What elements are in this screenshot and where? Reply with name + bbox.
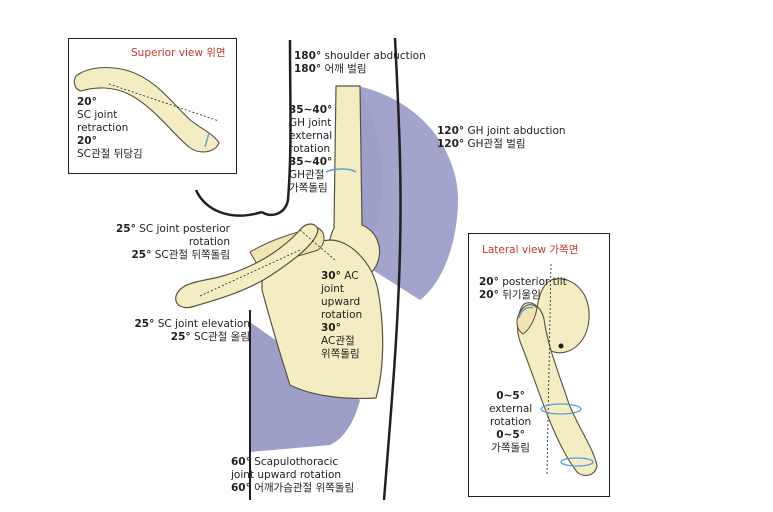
neck-line bbox=[261, 39, 292, 217]
gh-ext-rot-line2: external bbox=[289, 130, 333, 142]
external-rotation-label: 0~5° external rotation 0~5° 가쪽돌림 bbox=[489, 390, 532, 455]
ac-up-rot-deg1: 30° bbox=[321, 270, 341, 282]
scapulothoracic-text3: 어깨가슴관절 위쪽돌림 bbox=[254, 482, 355, 494]
clavicle-bone bbox=[175, 223, 319, 309]
sc-retraction-line1: SC joint bbox=[77, 109, 118, 121]
sc-retraction-deg1: 20° bbox=[77, 96, 97, 108]
scapulothoracic-deg1: 60° bbox=[231, 456, 251, 468]
shoulder-abduction-label: 180° shoulder abduction 180° 어깨 벌림 bbox=[294, 50, 426, 76]
sc-elevation-deg1: 25° bbox=[134, 318, 155, 330]
ac-up-rot-deg2: 30° bbox=[321, 322, 341, 334]
sc-retraction-deg2: 20° bbox=[77, 135, 97, 147]
sc-retraction-label: 20° SC joint retraction 20° SC관절 뒤당김 bbox=[77, 96, 143, 161]
sc-posterior-rotation-label: 25° SC joint posterior rotation 25° SC관절… bbox=[116, 223, 230, 262]
gh-abduction-deg1: 120° bbox=[437, 125, 465, 137]
gh-ext-rot-deg2: 35~40° bbox=[289, 156, 333, 168]
lateral-center-dot bbox=[558, 343, 564, 349]
lateral-humeral-head bbox=[535, 278, 590, 354]
scapula-bone bbox=[261, 239, 384, 399]
gh-abduction-text2: GH관절 벌림 bbox=[467, 138, 526, 150]
gh-ext-rot-deg1: 35~40° bbox=[289, 104, 333, 116]
superior-view-inset: Superior view 위면 20° SC joint retraction… bbox=[68, 38, 237, 174]
ext-rot-line2: rotation bbox=[490, 416, 532, 428]
posterior-tilt-label: 20° posterior tilt 20° 뒤기울임 bbox=[479, 276, 567, 302]
scapulothoracic-label: 60° Scapulothoracic joint upward rotatio… bbox=[231, 456, 354, 495]
sc-post-rot-text3: SC관절 뒤쪽돌림 bbox=[154, 249, 230, 261]
shoulder-abduction-deg1: 180° bbox=[294, 50, 322, 62]
shoulder-abduction-text1: shoulder abduction bbox=[324, 50, 426, 62]
gh-abduction-label: 120° GH joint abduction 120° GH관절 벌림 bbox=[437, 125, 566, 151]
lateral-view-inset: Lateral view 가쪽면 20° posterior tilt 20° … bbox=[468, 233, 610, 497]
sc-elevation-label: 25° SC joint elevation 25° SC관절 올림 bbox=[134, 318, 250, 344]
sc-retraction-line2: retraction bbox=[77, 122, 129, 134]
ext-rot-deg2: 0~5° bbox=[496, 429, 525, 441]
gh-abduction-text1: GH joint abduction bbox=[467, 125, 566, 137]
scapulothoracic-text1: Scapulothoracic bbox=[254, 456, 339, 468]
ac-up-rot-line2: joint bbox=[321, 283, 345, 295]
sc-elevation-deg2: 25° bbox=[170, 331, 191, 343]
scapulothoracic-deg3: 60° bbox=[231, 482, 251, 494]
lateral-tilt-arrow bbox=[518, 306, 534, 319]
shoulder-abduction-deg2: 180° bbox=[294, 63, 322, 75]
posterior-tilt-deg1: 20° bbox=[479, 276, 499, 288]
gh-abduction-deg2: 120° bbox=[437, 138, 465, 150]
sc-post-rot-text2: rotation bbox=[188, 236, 230, 248]
gh-ext-rot-line3: rotation bbox=[289, 143, 331, 155]
shoulder-abduction-text2: 어깨 벌림 bbox=[324, 63, 367, 75]
posterior-tilt-text1: posterior tilt bbox=[502, 276, 567, 288]
ac-up-rot-line1: AC bbox=[344, 270, 359, 282]
lateral-scapula-body bbox=[516, 302, 598, 476]
ext-rot-deg1: 0~5° bbox=[496, 390, 525, 402]
superior-dashed-line bbox=[108, 83, 220, 122]
superior-view-title: Superior view 위면 bbox=[131, 47, 226, 59]
lateral-scapula-illustration bbox=[516, 263, 598, 476]
clavicle-curve-line bbox=[194, 189, 263, 217]
ac-up-rot-line4: rotation bbox=[321, 309, 363, 321]
sc-post-rot-deg1: 25° bbox=[115, 223, 136, 235]
gh-external-rotation-label: 35~40° GH joint external rotation 35~40°… bbox=[289, 104, 332, 195]
gh-ext-rot-line5: 가쪽돌림 bbox=[289, 182, 328, 194]
gh-ext-rot-line4: GH관절 bbox=[289, 169, 325, 181]
sc-elevation-text1: SC joint elevation bbox=[157, 318, 250, 330]
gh-abduction-arc-fill bbox=[358, 86, 459, 300]
lateral-rotation-arrow-lower bbox=[560, 457, 594, 467]
sc-post-rot-text1: SC joint posterior bbox=[139, 223, 230, 235]
lateral-view-title: Lateral view 가쪽면 bbox=[482, 244, 579, 256]
gh-rotation-arrow bbox=[325, 168, 357, 173]
torso-line-right bbox=[382, 37, 402, 501]
ac-up-rot-line3: upward bbox=[321, 296, 361, 308]
ac-up-rot-line6: 위쪽돌림 bbox=[321, 348, 360, 360]
scapulothoracic-text2: joint upward rotation bbox=[231, 469, 342, 481]
ac-up-rot-line5: AC관절 bbox=[321, 335, 355, 347]
lateral-dashed-line bbox=[546, 263, 552, 475]
gh-ext-rot-line1: GH joint bbox=[289, 117, 332, 129]
sc-elevation-text2: SC관절 올림 bbox=[194, 331, 250, 343]
posterior-tilt-deg2: 20° bbox=[479, 289, 499, 301]
superior-clavicle-illustration bbox=[73, 66, 220, 153]
lateral-rotation-arrow bbox=[540, 403, 582, 415]
sc-retraction-line3: SC관절 뒤당김 bbox=[77, 148, 143, 160]
ext-rot-line3: 가쪽돌림 bbox=[491, 442, 530, 454]
ac-upward-rotation-label: 30° AC joint upward rotation 30° AC관절 위쪽… bbox=[321, 270, 362, 361]
sc-post-rot-deg3: 25° bbox=[131, 249, 152, 261]
posterior-tilt-text2: 뒤기울임 bbox=[502, 289, 541, 301]
superior-arrow bbox=[204, 132, 210, 148]
ext-rot-line1: external bbox=[489, 403, 533, 415]
superior-clavicle-bone bbox=[73, 66, 220, 153]
